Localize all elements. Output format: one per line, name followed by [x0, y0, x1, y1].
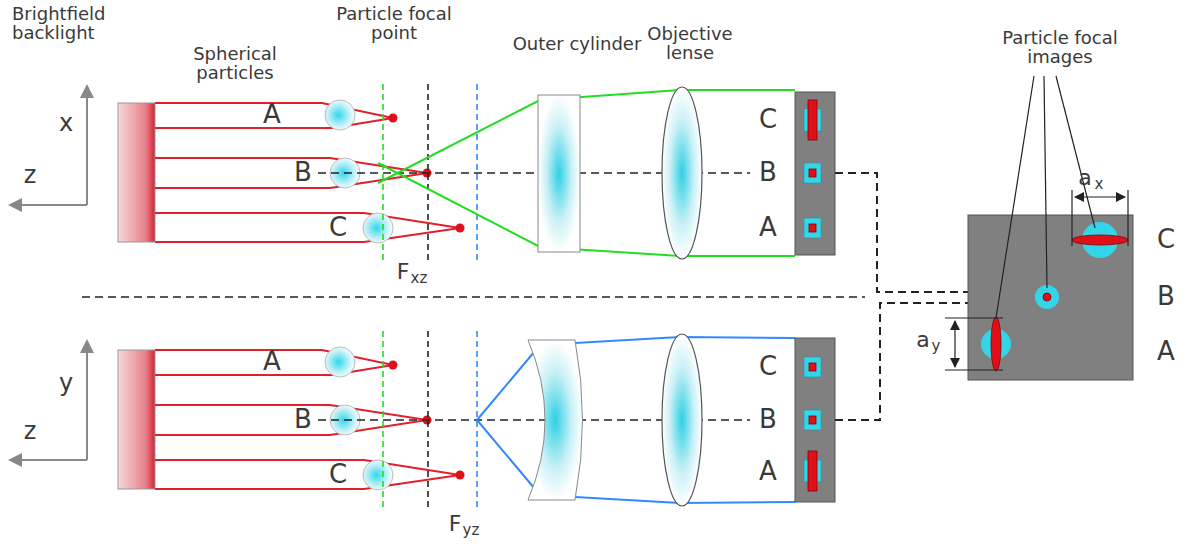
label-text: x — [1095, 177, 1104, 193]
label-text: A — [759, 214, 777, 241]
label-text: C — [329, 214, 347, 241]
label-text: A — [263, 101, 281, 128]
label-text: Particle focal images — [985, 29, 1135, 67]
label-text: C — [759, 353, 777, 380]
label-text: A — [263, 348, 281, 375]
label-text: Brightfield backlight — [12, 5, 124, 43]
label-text: B — [294, 159, 312, 186]
label-text: C — [1157, 226, 1175, 253]
label-text: Objective lense — [640, 25, 740, 63]
label-text: B — [759, 406, 777, 433]
label-text: C — [759, 106, 777, 133]
label-text: F — [397, 260, 410, 283]
label-text: z — [24, 419, 37, 444]
label-text: x — [59, 111, 73, 136]
label-text: a — [1078, 166, 1091, 189]
label-text: F — [449, 512, 462, 535]
label-text: B — [294, 406, 312, 433]
label-text: A — [759, 458, 777, 485]
label-text: Particle focal point — [332, 5, 457, 43]
label-text: Spherical particles — [178, 45, 293, 83]
label-text: y — [932, 339, 941, 355]
label-text: y — [59, 371, 73, 396]
label-text: B — [1157, 283, 1175, 310]
label-text: A — [1157, 338, 1175, 365]
label-text: xz — [411, 271, 428, 287]
label-text: yz — [463, 523, 480, 539]
label-text: a — [916, 328, 929, 351]
label-text: C — [329, 461, 347, 488]
label-text: B — [759, 159, 777, 186]
label-text: z — [24, 163, 37, 188]
label-text: Outer cylinder — [507, 35, 647, 54]
